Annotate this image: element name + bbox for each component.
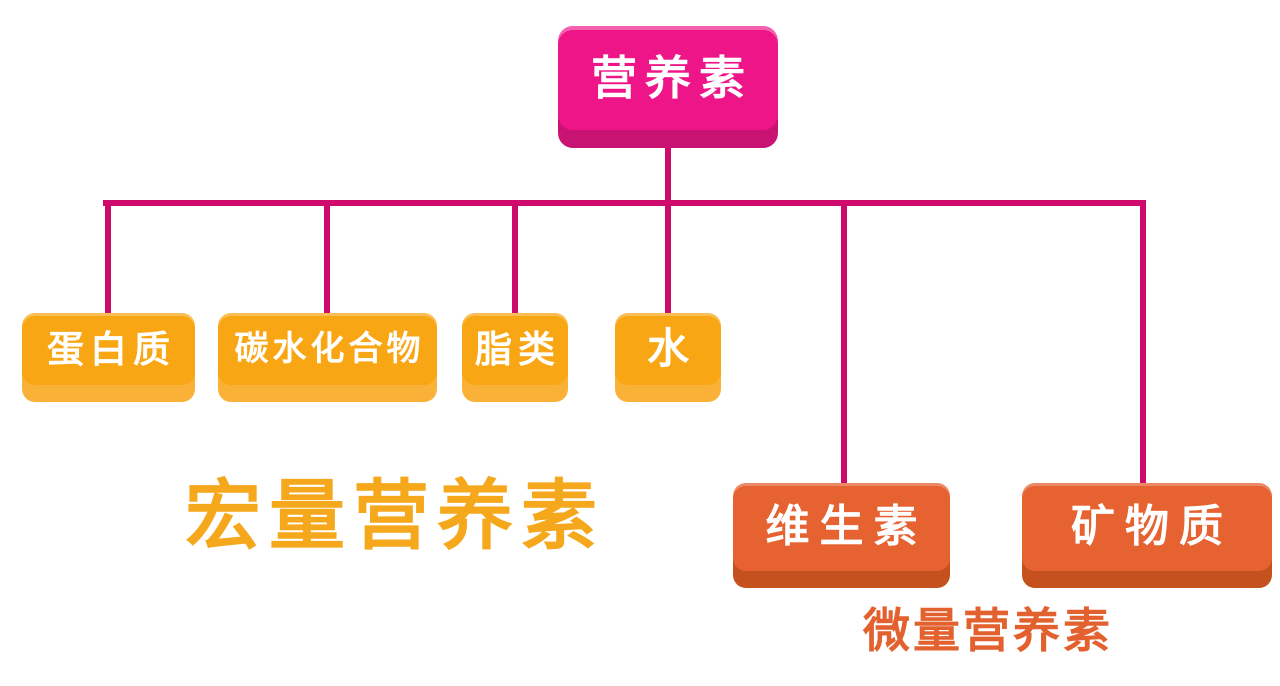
macronutrients-group-label: 宏量营养素	[185, 471, 605, 560]
connector-root-drop	[665, 146, 671, 206]
connector-drop-water	[665, 200, 671, 318]
node-water: 水	[615, 313, 721, 385]
node-protein: 蛋白质	[22, 313, 195, 385]
node-carbohydrate: 碳水化合物	[218, 313, 437, 385]
node-mineral: 矿物质	[1022, 483, 1272, 571]
connector-drop-vitamin	[841, 200, 847, 488]
connector-drop-carbohydrate	[324, 200, 330, 318]
node-lipid: 脂类	[462, 313, 568, 385]
micronutrients-group-label: 微量营养素	[863, 604, 1113, 659]
connector-drop-lipid	[512, 200, 518, 318]
node-nutrients: 营养素	[558, 26, 778, 130]
connector-drop-protein	[105, 200, 111, 318]
connector-horizontal-rail	[103, 200, 1146, 206]
connector-drop-mineral	[1140, 200, 1146, 488]
node-vitamin: 维生素	[733, 483, 950, 571]
